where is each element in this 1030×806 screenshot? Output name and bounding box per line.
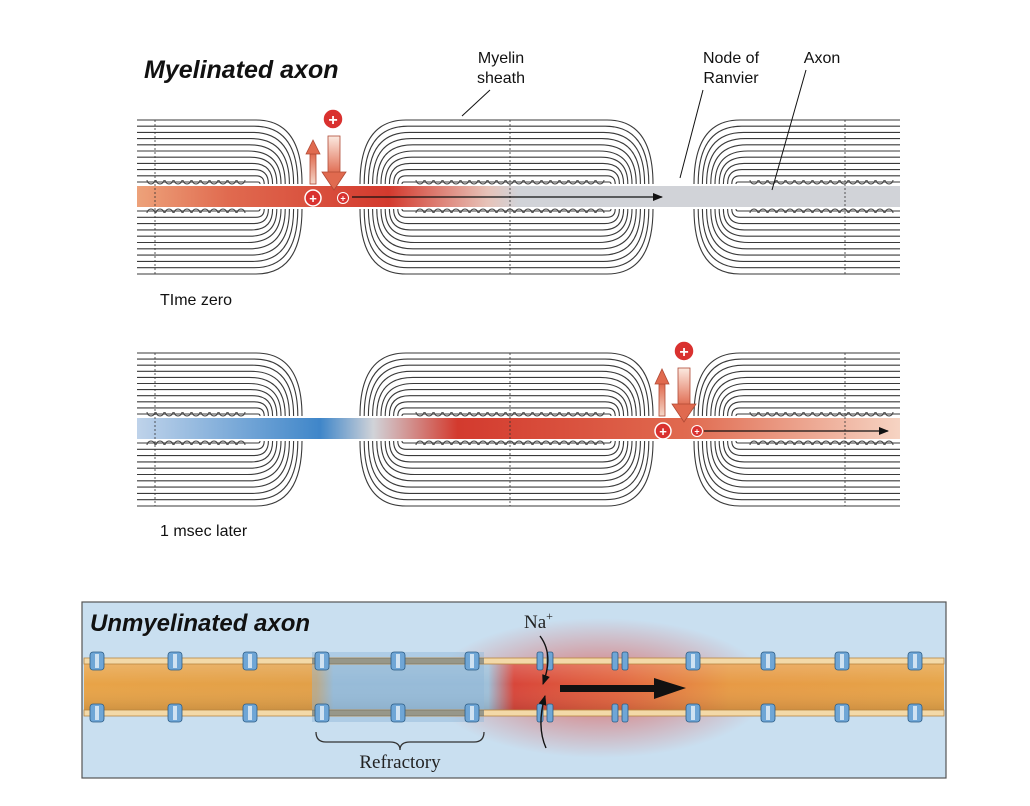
ion-channel [907,703,923,723]
charge-small: + [337,192,349,204]
axon-core [137,418,900,439]
ion-efflux-arrow [654,368,670,417]
ion-channel [685,651,701,671]
charge-inside: + [304,189,322,207]
refractory-bracket [315,731,485,751]
myelin-sheath-top [137,119,303,185]
axon-label: Axon [804,50,840,67]
ion-influx-arrow [671,367,697,423]
unmyelinated-title: Unmyelinated axon [90,610,310,637]
ion-channel [242,703,258,723]
charge-small: + [691,425,703,437]
axon-leader-line [771,69,807,191]
myelin-sheath-bot [137,440,303,507]
myelin-sheath-top [693,352,900,417]
svg-text:+: + [328,112,337,129]
svg-text:+: + [694,427,699,437]
myelin-sheath-label: Myelin [478,50,524,67]
myelin-sheath-bot [359,440,654,507]
myelin-sheath-bot [693,440,900,507]
ion-channel [611,651,629,671]
ion-channel [390,651,406,671]
ion-channel [89,703,105,723]
myelin-sheath-bot [359,208,654,275]
myelin-panel-2: + + + 1 msec later [137,340,900,540]
sodium-ion-label: Na+ [524,609,553,633]
ion-channel [685,703,701,723]
ion-channel [536,651,554,671]
ion-channel [242,651,258,671]
ion-channel [907,651,923,671]
unmyelinated-panel: Unmyelinated axon Na+ Refractory [81,601,947,779]
svg-text:+: + [309,191,317,206]
myelin-sheaths [137,352,900,507]
myelinated-title: Myelinated axon [144,56,339,84]
ion-channel [760,651,776,671]
ion-channel [834,651,850,671]
myelin-leader-line [461,89,491,117]
ion-channel [464,651,480,671]
charge-outside: + [322,108,344,130]
ion-channel [167,651,183,671]
svg-text:+: + [659,424,667,439]
myelin-sheath-bot [137,208,303,275]
myelin-sheath-top [359,352,654,417]
charge-outside: + [673,340,695,362]
myelin-sheath-bot [693,208,900,275]
refractory-label: Refractory [359,752,441,773]
myelin-sheath-top [137,352,303,417]
na-influx-arrow-top [539,635,550,685]
myelin-sheath-top [693,119,900,185]
svg-text:+: + [340,194,345,204]
ion-channel [760,703,776,723]
myelin-panel-1: + + + Myelin sheath Node of Ranvier Axon… [137,50,900,309]
ion-channel [89,651,105,671]
internode-ticks [154,353,846,506]
ion-channel [167,703,183,723]
ion-channel [314,703,330,723]
charge-inside: + [654,422,672,440]
node-of-ranvier-label: Node of [703,50,760,67]
na-influx-arrow-bottom [538,695,547,749]
ion-channel [611,703,629,723]
myelin-sheaths [137,119,900,275]
ion-channel [834,703,850,723]
propagation-arrow [560,678,686,699]
svg-text:+: + [679,344,688,361]
node-of-ranvier-label-2: Ranvier [703,70,759,87]
ion-influx-arrow [321,135,347,191]
ion-channels [89,651,923,723]
ion-channel [314,651,330,671]
ion-channel [464,703,480,723]
panel-caption-1-msec-later: 1 msec later [160,523,248,540]
ion-channel [390,703,406,723]
ion-efflux-arrow [305,139,321,185]
myelin-sheath-label-2: sheath [477,70,525,87]
panel-caption-time-zero: TIme zero [160,292,232,309]
myelin-sheath-top [359,119,654,185]
node-leader-line [679,89,704,179]
